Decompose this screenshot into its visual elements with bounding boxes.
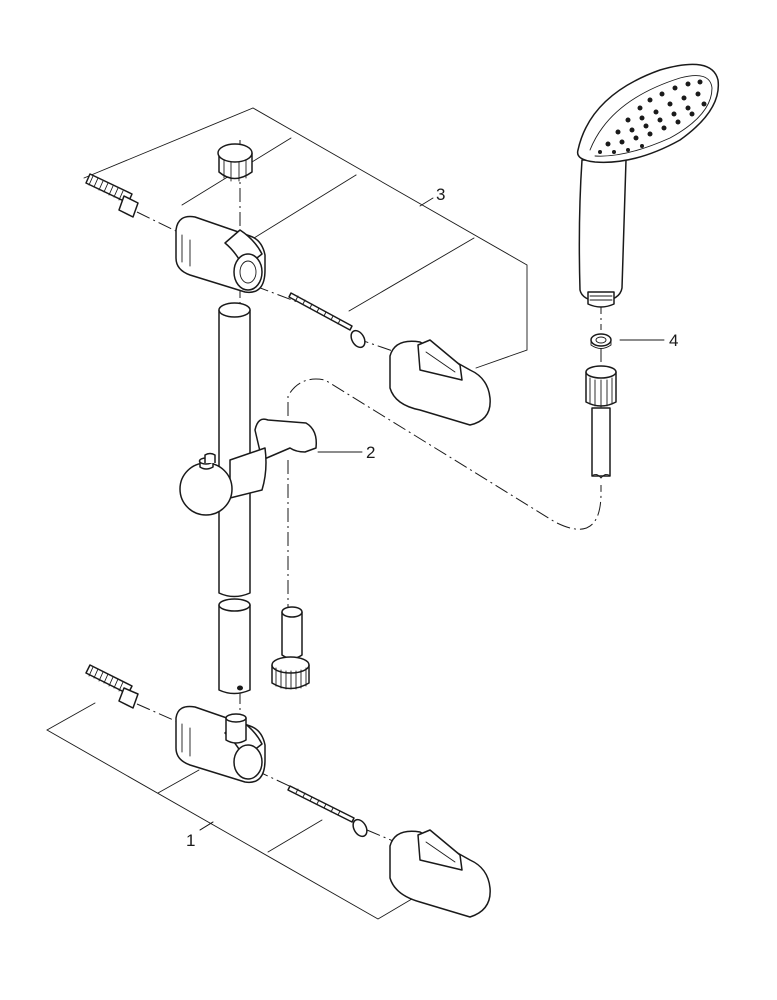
cover-upper <box>389 339 491 426</box>
screw-lower <box>287 785 368 838</box>
end-cap-top <box>217 143 253 182</box>
callout-label-1: 1 <box>186 831 195 850</box>
cover-lower <box>389 829 491 918</box>
slider-holder <box>179 418 318 516</box>
hand-shower <box>576 63 720 308</box>
wall-plug-bottom <box>85 664 139 709</box>
callout-label-3: 3 <box>436 185 445 204</box>
callout-label-2: 2 <box>366 443 375 462</box>
wall-plug-top <box>85 173 139 218</box>
spray-nozzles <box>598 79 707 154</box>
rail-tube-upper <box>218 302 251 598</box>
screw-upper <box>288 292 366 349</box>
filter-washer <box>590 333 612 349</box>
rail-tube-lower <box>218 598 251 695</box>
hose-connector <box>271 606 310 690</box>
leader-lines <box>199 339 665 831</box>
group-bracket-3 <box>83 107 528 369</box>
callout-label-4: 4 <box>669 331 678 350</box>
shower-hose <box>585 365 617 479</box>
upper-wall-bracket <box>175 215 266 294</box>
lower-wall-bracket <box>175 705 266 784</box>
